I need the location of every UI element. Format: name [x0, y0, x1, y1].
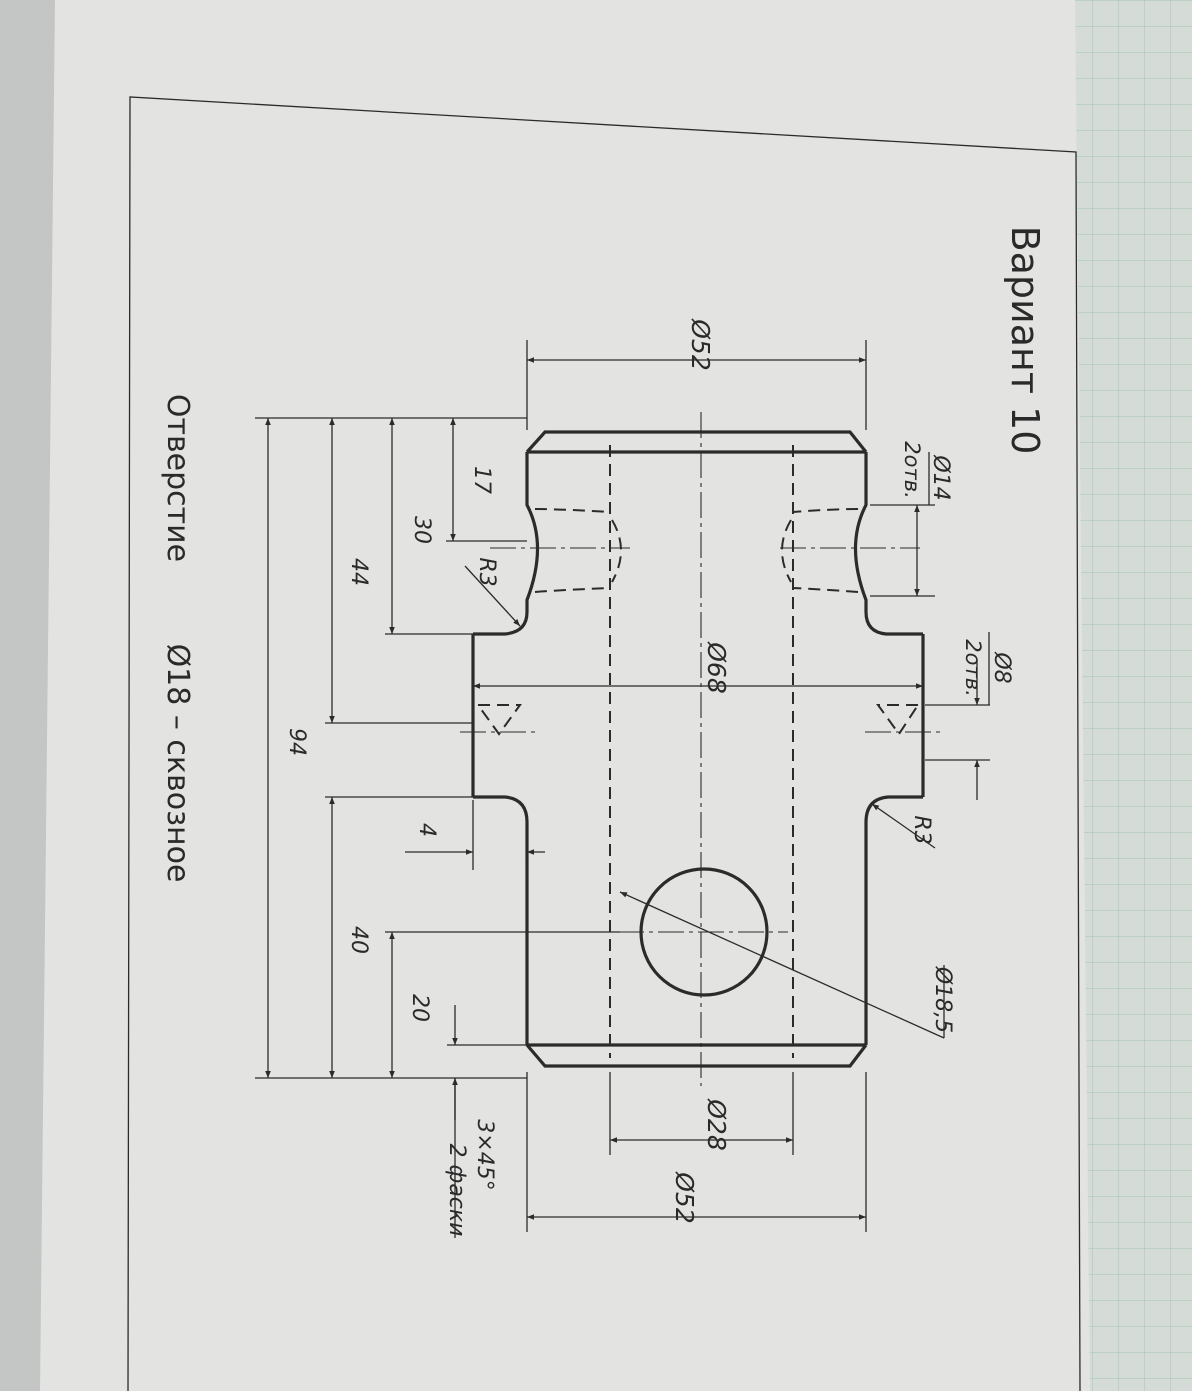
hidden-lines [476, 445, 920, 1058]
dim-r3-left: R3 [474, 557, 499, 586]
dim-len-30: 30 [409, 516, 434, 544]
dim-chamfer: 3×45° [472, 1119, 497, 1190]
dimension-lines [255, 340, 990, 1238]
dim-len-20: 20 [407, 994, 432, 1022]
dim-d14-qty: 2отв. [900, 441, 924, 499]
dim-r3-right: R3 [909, 815, 934, 844]
dim-d18-5: Ø18,5 [930, 966, 955, 1033]
dim-len-44: 44 [346, 558, 371, 586]
grid-paper-lines [1060, 0, 1192, 1391]
dim-chamfer-qty: 2 фаски [444, 1144, 469, 1237]
paper-sheet [40, 0, 1090, 1391]
note-value: Ø18 – сквозное [160, 644, 195, 883]
dim-len-4: 4 [414, 823, 439, 837]
dimension-labels: Ø52 Ø14 2отв. Ø8 2отв. Ø68 R3 R3 Ø18,5 Ø… [284, 318, 1014, 1236]
part-outline [471, 430, 925, 1068]
note-label: Отверстие [160, 394, 195, 562]
dim-d28: Ø28 [702, 1098, 731, 1151]
sheet-frame [127, 96, 1081, 1391]
dim-d8-qty: 2отв. [961, 639, 985, 697]
dim-len-94: 94 [284, 728, 309, 756]
dim-d8: Ø8 [989, 651, 1014, 683]
dim-d68: Ø68 [702, 641, 731, 694]
dim-d52-top: Ø52 [686, 318, 715, 371]
through-hole-circle [639, 867, 769, 997]
variant-title: Вариант 10 [1003, 226, 1047, 455]
dim-len-17: 17 [469, 466, 494, 494]
dim-d52-bottom: Ø52 [670, 1171, 699, 1224]
center-lines [460, 412, 940, 1086]
dim-d14: Ø14 [928, 454, 953, 500]
dim-len-40: 40 [346, 926, 371, 954]
